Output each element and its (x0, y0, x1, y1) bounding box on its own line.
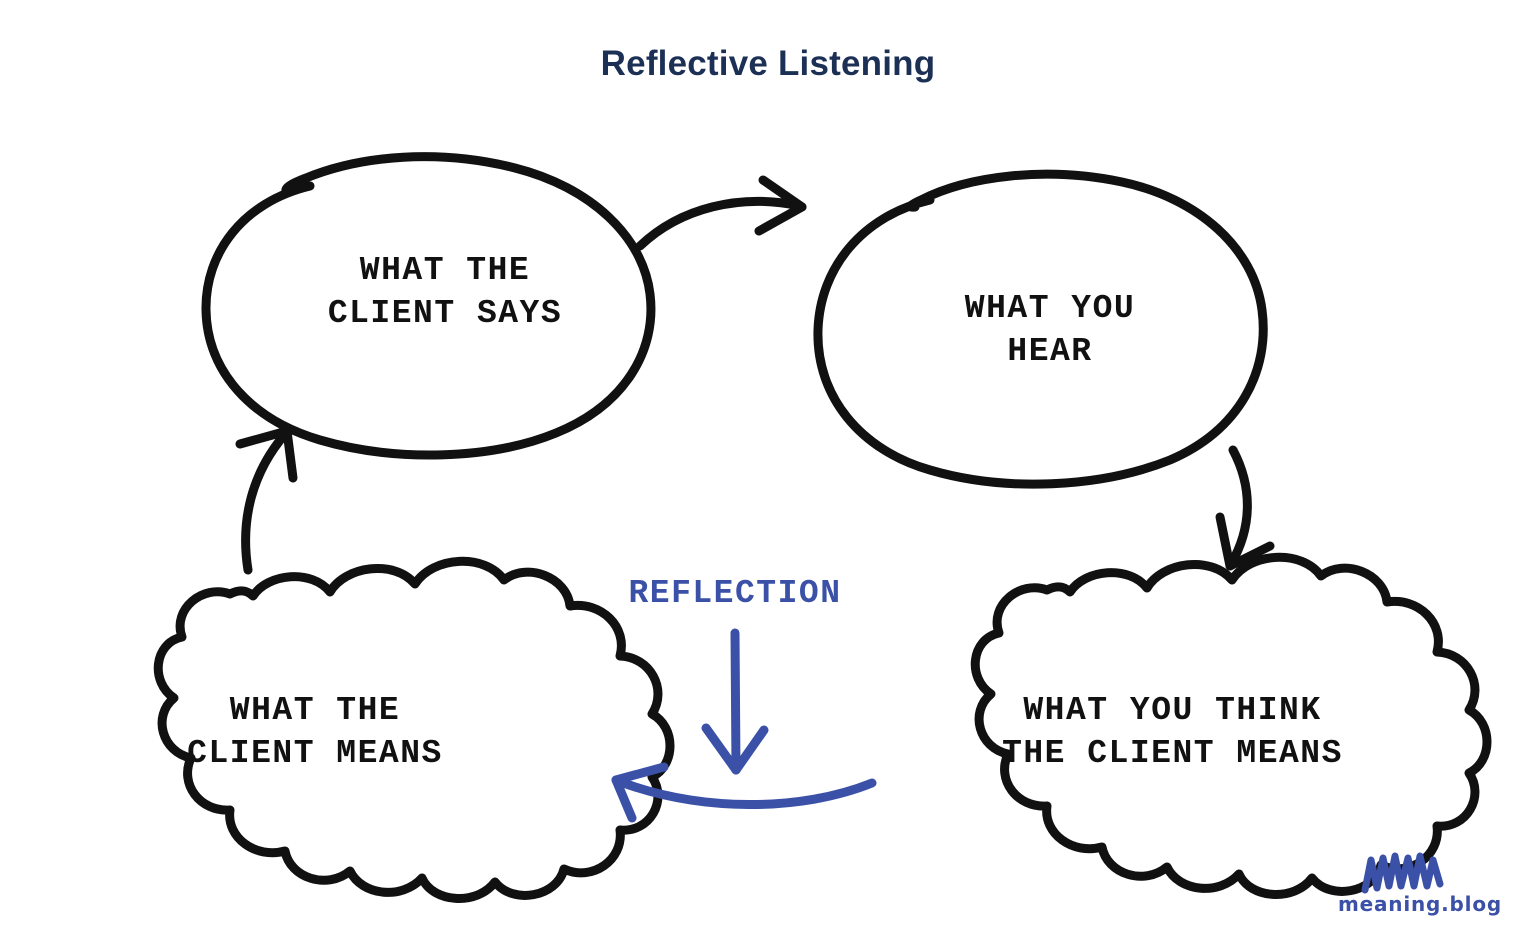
arrow-hear-to-think (1215, 445, 1275, 571)
logo-wordmark: meaning.blog (1338, 892, 1502, 916)
node-client-means-shape (153, 556, 675, 903)
arrow-means-to-says (235, 426, 298, 575)
node-you-hear-shape (813, 169, 1268, 489)
node-think-client-means-shape (970, 552, 1492, 899)
annotation-reflection: REFLECTION (628, 575, 842, 612)
arrow-reflection-down (701, 628, 769, 775)
page-title: Reflective Listening (600, 44, 936, 83)
node-client-says-shape (201, 152, 656, 460)
arrow-think-to-means (611, 762, 877, 823)
logo-squiggle-icon (1361, 852, 1444, 894)
arrow-says-to-hear (635, 175, 807, 251)
